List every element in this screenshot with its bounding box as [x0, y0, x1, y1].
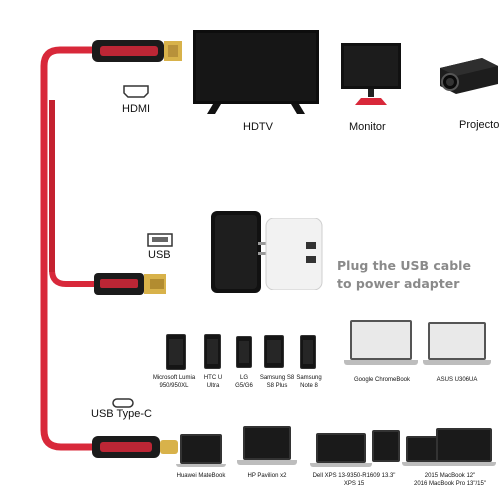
projector-image [436, 52, 500, 98]
lumia-phone-image [166, 334, 186, 370]
asus-screen [428, 322, 486, 360]
hp-pavilion-screen [243, 426, 291, 460]
usb-c-connector [92, 436, 178, 458]
macbook-pro-screen [436, 428, 492, 462]
lg-phone-image [236, 336, 252, 368]
chromebook-screen [350, 320, 412, 360]
htc-phone-image [204, 334, 221, 369]
hp-pavilion-base [237, 460, 297, 465]
usb-label: USB [148, 249, 171, 261]
adapter-instruction-line1: Plug the USB cable [337, 258, 471, 273]
laptop-label-huawei: Huawei MateBook [176, 473, 226, 479]
laptop-label-hp: HP Pavilion x2 [247, 473, 287, 479]
dell-xps-screen [316, 433, 366, 463]
hdmi-label: HDMI [122, 103, 151, 115]
adapter-instruction-line2: to power adapter [337, 276, 460, 291]
projector-label: Projector [459, 119, 500, 131]
usb-c-port-icon [112, 395, 134, 408]
monitor-label: Monitor [349, 121, 386, 133]
asus-base [423, 360, 491, 365]
main-cable [40, 46, 112, 451]
huawei-matebook-base [176, 464, 226, 467]
dell-xps15-screen [372, 430, 400, 462]
usb-a-connector [94, 273, 166, 295]
usb-port-icon [147, 233, 173, 247]
monitor-image [341, 43, 401, 108]
branch-cable-usb [49, 269, 96, 287]
chromebook-label: Google ChromeBook [353, 377, 411, 383]
adapter-instruction: Plug the USB cable to power adapter [337, 257, 471, 293]
asus-label: ASUS U306UA [436, 377, 478, 383]
hdmi-port-icon [123, 85, 149, 98]
hdtv-image [193, 30, 319, 115]
laptop-label-dell: Dell XPS 13-9350-R1609 13.3"XPS 15 [312, 473, 396, 487]
dell-xps-base [310, 463, 372, 467]
usb-type-c-label: USB Type-C [91, 408, 152, 420]
power-adapter-image [258, 217, 324, 291]
huawei-matebook-screen [180, 434, 222, 464]
hdtv-label: HDTV [243, 121, 273, 133]
samsung-s8-phone-image [264, 335, 284, 368]
hdmi-connector [92, 40, 182, 62]
power-bank-image [211, 211, 261, 293]
chromebook-base [344, 360, 418, 365]
samsung-note-phone-image [300, 335, 316, 369]
macbook-base [402, 462, 496, 466]
laptop-label-macbook: 2015 MacBook 12"2016 MacBook Pro 13"/15" [414, 473, 486, 487]
